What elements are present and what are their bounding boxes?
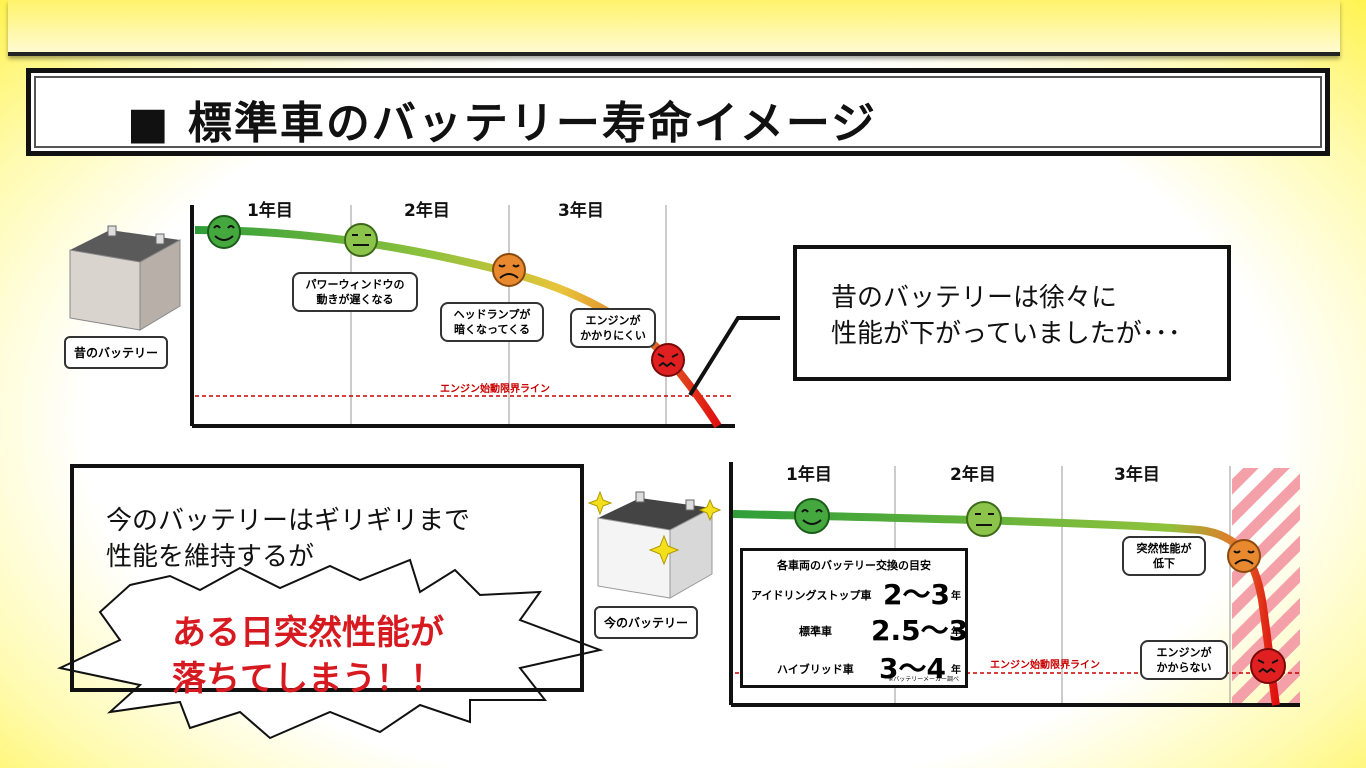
year-label: 1年目 — [786, 465, 832, 485]
table-heading: 各車両のバッテリー交換の目安 — [777, 559, 931, 572]
year-label: 2年目 — [950, 465, 996, 485]
angry-face-icon — [1250, 648, 1286, 684]
title-box: ■ 標準車のバッテリー寿命イメージ — [26, 68, 1330, 156]
threshold-label: エンジン始動限界ライン — [990, 660, 1100, 671]
new-battery-label: 今のバッテリー — [594, 606, 699, 639]
callout-no-start: エンジンが かからない — [1140, 640, 1228, 680]
new-battery-speech-box: 今のバッテリーはギリギリまで 性能を維持するが — [70, 464, 584, 692]
year-label: 1年目 — [247, 201, 293, 221]
year-label: 3年目 — [558, 201, 604, 221]
callout-headlamp: ヘッドランプが 暗くなってくる — [440, 302, 544, 342]
speech-line: 性能を維持するが — [106, 542, 315, 572]
replacement-guide-table: 各車両のバッテリー交換の目安 アイドリングストップ車 2～3 年 標準車 2.5… — [740, 548, 968, 688]
table-note: ※バッテリーメーカー調べ — [888, 676, 959, 683]
row-value: 3～4 — [879, 652, 946, 685]
old-battery-label: 昔のバッテリー — [64, 336, 169, 369]
speech-line: 性能が下がっていましたが･･･ — [831, 319, 1181, 349]
row-name: アイドリングストップ車 — [751, 589, 872, 602]
top-banner — [8, 0, 1340, 56]
happy-face-icon — [207, 215, 241, 249]
row-value: 2～3 — [883, 578, 950, 611]
row-name: 標準車 — [799, 625, 832, 638]
new-battery-icon — [597, 491, 713, 599]
bubble-pointer — [688, 316, 780, 397]
neutral-face-icon — [344, 223, 378, 257]
speech-line: 今のバッテリーはギリギリまで — [106, 506, 471, 536]
burst-shape — [56, 558, 604, 740]
angry-face-icon — [651, 343, 685, 377]
life-curve — [194, 226, 722, 429]
speech-line: 昔のバッテリーは徐々に — [831, 283, 1118, 313]
year-label: 3年目 — [1114, 465, 1160, 485]
callout-engine-start: エンジンが かかりにくい — [570, 308, 656, 348]
year-label: 2年目 — [404, 201, 450, 221]
threshold-label: エンジン始動限界ライン — [440, 384, 550, 395]
old-battery-speech-box: 昔のバッテリーは徐々に 性能が下がっていましたが･･･ — [793, 245, 1231, 381]
row-value: 2.5～3 — [871, 614, 969, 647]
row-name: ハイブリッド車 — [777, 663, 854, 676]
sad-face-icon — [492, 253, 526, 287]
callout-power-window: パワーウィンドウの 動きが遅くなる — [292, 272, 418, 312]
row-unit: 年 — [951, 591, 961, 602]
row-unit: 年 — [951, 665, 961, 676]
sad-face-icon — [1227, 539, 1261, 573]
old-battery-icon — [69, 225, 181, 331]
warning-line: 落ちてしまう！！ — [172, 659, 444, 699]
warning-line: ある日突然性能が — [172, 613, 444, 653]
life-curve — [732, 510, 1280, 706]
callout-sudden-drop: 突然性能が 低下 — [1122, 536, 1206, 576]
row-unit: 年 — [951, 627, 961, 638]
sparkle-icon — [587, 490, 722, 566]
neutral-face-icon — [966, 501, 1002, 537]
happy-face-icon — [794, 498, 830, 534]
